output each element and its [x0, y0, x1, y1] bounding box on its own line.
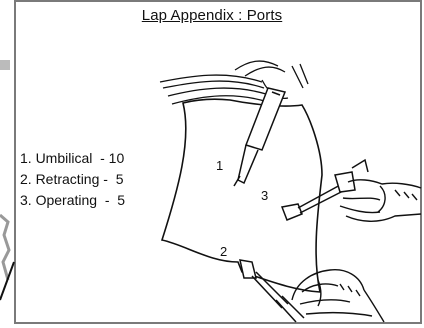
operating-trocar	[282, 160, 368, 220]
tubing-strands	[160, 61, 308, 104]
port-3-label: 3	[261, 188, 268, 203]
diagram-title: Lap Appendix : Ports	[0, 7, 424, 24]
port-legend-item-umbilical: 1. Umbilical - 10	[20, 148, 125, 169]
retracting-hand	[292, 270, 384, 322]
left-edge-line	[0, 262, 14, 300]
retracting-trocar	[240, 260, 304, 322]
left-edge-scribble	[0, 215, 9, 280]
left-edge-mark	[0, 60, 10, 70]
port-2-label: 2	[220, 244, 227, 259]
port-legend-item-retracting: 2. Retracting - 5	[20, 169, 125, 190]
port-legend-item-operating: 3. Operating - 5	[20, 190, 125, 211]
port-1-label: 1	[216, 158, 223, 173]
port-legend: 1. Umbilical - 10 2. Retracting - 5 3. O…	[20, 148, 125, 211]
